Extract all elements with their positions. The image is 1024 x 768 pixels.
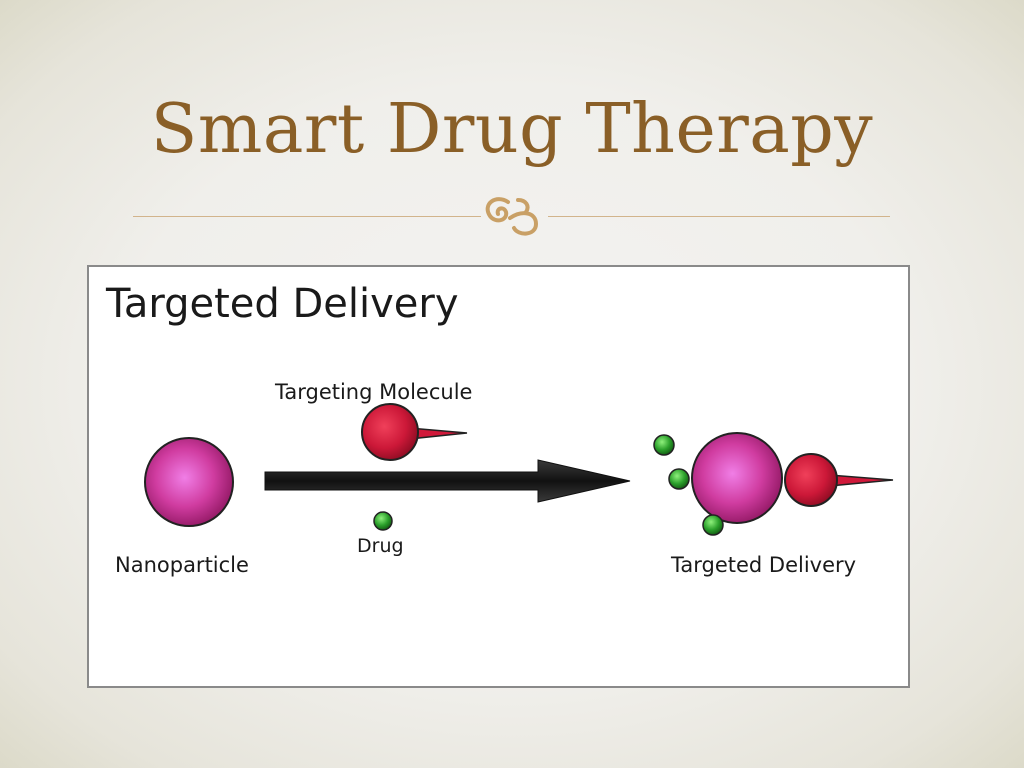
targeted-delivery-diagram: Targeted Delivery Nanoparticle Targeting… [87,265,910,688]
slide-title: Smart Drug Therapy [150,90,874,169]
drug-particle [373,511,393,531]
title-divider-left [133,216,481,217]
targeting-molecule-label: Targeting Molecule [274,380,472,404]
targeted-delivery-label: Targeted Delivery [670,553,856,577]
targeted-delivery-complex [653,432,894,536]
diagram-heading: Targeted Delivery [105,281,459,327]
targeting-molecule [361,403,468,461]
nanoparticle-label: Nanoparticle [115,553,249,577]
fleuron-ornament-icon [485,197,539,236]
nanoparticle-sphere [144,437,234,527]
drug-label: Drug [357,535,404,557]
process-arrow [264,459,631,503]
title-divider-right [548,216,890,217]
